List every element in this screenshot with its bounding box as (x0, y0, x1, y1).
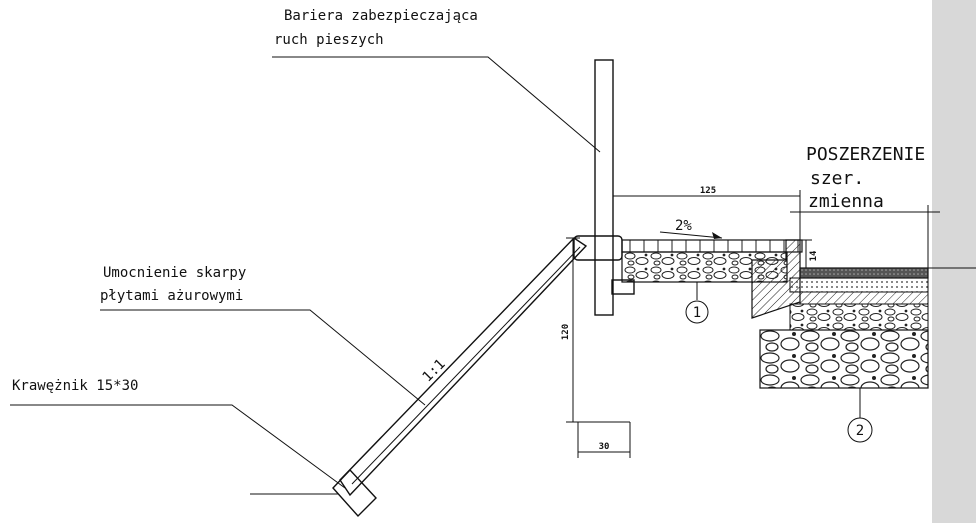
slope-ratio-label: 1:1 (420, 356, 449, 385)
marker-1-text: 1 (693, 305, 701, 321)
dim-120 (566, 237, 630, 423)
widening-line2: szer. (810, 168, 864, 189)
barrier-label-line2: ruch pieszych (274, 32, 384, 48)
dim-30-text: 30 (599, 442, 610, 452)
widening-line3: zmienna (808, 191, 884, 212)
page-edge-shadow (932, 0, 976, 523)
dim-14-text: 14 (809, 250, 819, 261)
barrier-label-line1: Bariera zabezpieczająca (284, 8, 478, 24)
curb-block (332, 468, 377, 518)
widening-title: POSZERZENIE (806, 144, 925, 165)
marker-2-text: 2 (856, 423, 864, 439)
dim-120-text: 120 (561, 324, 571, 340)
dim-125 (612, 190, 801, 240)
curb-label: Krawężnik 15*30 (12, 378, 138, 394)
barrier-post (594, 59, 614, 316)
layer-marker-2: 2 (847, 388, 873, 443)
widening-structure (759, 267, 976, 389)
slope-leader-line (100, 309, 426, 406)
grade-label: 2% (675, 218, 692, 234)
grade-arrow (659, 231, 723, 239)
slope-label-line2: płytami ażurowymi (100, 288, 243, 304)
slope-revetment (339, 237, 588, 497)
widening-dim-line (790, 205, 940, 268)
dim-14 (800, 239, 812, 268)
barrier-leader-line (272, 56, 601, 153)
dim-30 (577, 422, 631, 458)
dim-125-text: 125 (700, 186, 716, 196)
layer-marker-1: 1 (685, 282, 709, 324)
curb-leader-line (10, 404, 346, 489)
slope-label-line1: Umocnienie skarpy (103, 265, 246, 281)
